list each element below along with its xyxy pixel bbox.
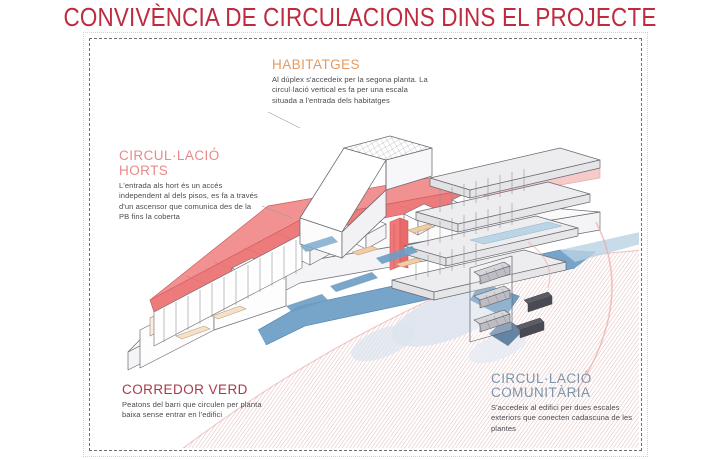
- blue-circulation-links: [286, 236, 418, 312]
- balcony-wood-decks: [175, 223, 435, 340]
- annotation-corredor-heading: CORREDOR VERD: [122, 382, 248, 397]
- pitched-roof-volume: [299, 135, 433, 259]
- page-title: CONVIVÈNCIA DE CIRCULACIONS DINS EL PROJ…: [63, 4, 657, 32]
- annotation-habitatges: HABITATGES Al dúplex s'accedeix per la s…: [272, 57, 432, 106]
- escales-comunitaries: [469, 255, 553, 343]
- annotation-comunitaria-heading: CIRCUL·LACIÓ COMUNITÀRIA: [491, 371, 592, 400]
- annotation-corredor-body: Peatons del barri que circulen per plant…: [122, 400, 262, 420]
- annotation-horts-heading: CIRCUL·LACIÓ HORTS: [119, 148, 220, 178]
- level1-facade-left: [153, 233, 303, 347]
- right-wing-railings: [415, 169, 525, 280]
- pink-guide-arc-2: [527, 241, 551, 289]
- annotation-habitatges-heading: HABITATGES: [272, 57, 361, 72]
- annotation-circulacio-horts: CIRCUL·LACIÓ HORTS L'entrada als hort és…: [119, 148, 259, 222]
- annotation-habitatges-body: Al dúplex s'accedeix per la segona plant…: [272, 75, 428, 105]
- leader-lines: [261, 111, 301, 219]
- annotation-comunitaria-body: S'accedeix al edifici per dues escales e…: [491, 403, 633, 433]
- annotation-circulacio-comunitaria: CIRCUL·LACIÓ COMUNITÀRIA S'accedeix al e…: [491, 372, 651, 434]
- annotation-horts-body: L'entrada als hort és un accés independe…: [119, 181, 258, 221]
- annotation-corredor-verd: CORREDOR VERD Peatons del barri que circ…: [122, 382, 272, 421]
- pink-guide-arc: [575, 221, 613, 393]
